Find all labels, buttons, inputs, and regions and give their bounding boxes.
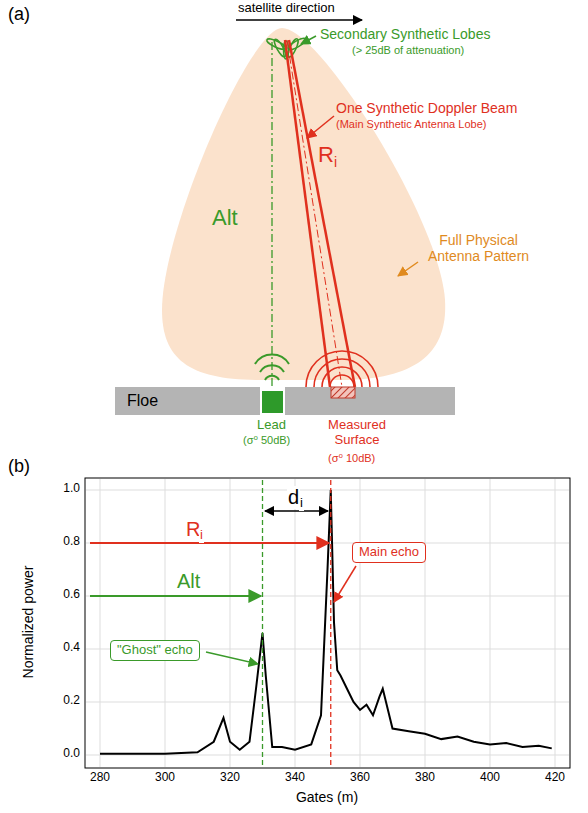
tick-label: 300 — [155, 771, 175, 785]
leader-line — [301, 36, 316, 44]
direction-arrow — [236, 19, 362, 21]
alt-marker — [262, 480, 263, 766]
subscript: i — [299, 496, 304, 511]
subscript: i — [334, 154, 337, 170]
axis-title: Gates (m) — [296, 789, 358, 805]
surface-waves — [306, 351, 378, 387]
lobe-note: (> 25dB of attenuation) — [352, 44, 464, 57]
grid-line — [165, 479, 166, 767]
pattern-label: Full Physical Antenna Pattern — [416, 232, 541, 264]
leader-line — [334, 566, 356, 602]
grid-line — [86, 490, 569, 491]
leader-line — [206, 652, 258, 664]
tick-label: 1.0 — [63, 482, 80, 496]
range-marker — [330, 480, 331, 766]
node-text: "Ghost" echo — [117, 643, 193, 658]
tick-label: 0.6 — [63, 588, 80, 602]
callout-box: Main echo — [352, 542, 426, 563]
lead-square — [262, 391, 283, 413]
axis-title: Normalized power — [20, 566, 36, 679]
doppler-beam — [285, 40, 355, 387]
grid-line — [86, 596, 569, 597]
grid-line — [230, 479, 231, 767]
surface-note: (σ⁰ 10dB) — [328, 452, 375, 465]
alt-arrow — [90, 595, 261, 597]
beam-note: (Main Synthetic Antenna Lobe) — [336, 118, 486, 131]
lead-waves — [255, 355, 289, 380]
grid-line — [86, 702, 569, 703]
node-text: Floe — [127, 392, 248, 410]
grid-line — [295, 479, 296, 767]
panel-label: (b) — [8, 456, 30, 477]
subscript: i — [199, 528, 204, 543]
beam-label: One Synthetic Doppler Beam — [336, 100, 517, 116]
grid-line — [100, 479, 101, 767]
tick-label: 280 — [90, 771, 110, 785]
tick-label: 0.4 — [63, 641, 80, 655]
node-text: Main echo — [359, 545, 419, 560]
grid-line — [555, 479, 556, 767]
chart-frame — [85, 478, 570, 768]
panel-label: (a) — [8, 4, 30, 25]
grid-line — [490, 479, 491, 767]
lead-label: Lead — [257, 418, 286, 433]
waveform — [100, 490, 552, 754]
measured-surface — [331, 387, 355, 398]
floe-band — [285, 387, 455, 415]
leader-line — [398, 262, 418, 276]
tick-label: 0.2 — [63, 694, 80, 708]
chart-grid — [86, 479, 569, 767]
leader-line — [307, 116, 334, 138]
lead-note: (σ⁰ 50dB) — [243, 434, 290, 447]
distance-arrow — [265, 510, 328, 512]
tick-label: 400 — [480, 771, 500, 785]
tick-label: 0.8 — [63, 535, 80, 549]
direction-label: satellite direction — [238, 1, 335, 16]
tick-label: 360 — [350, 771, 370, 785]
alt-label: Alt — [176, 570, 201, 593]
antenna-pattern — [162, 28, 445, 380]
callout-box: "Ghost" echo — [110, 640, 200, 661]
tick-label: 320 — [220, 771, 240, 785]
tick-label: 340 — [285, 771, 305, 785]
floe-band: Floe — [115, 387, 260, 415]
grid-line — [425, 479, 426, 767]
range-label: R — [318, 142, 334, 167]
alt-line — [271, 42, 272, 386]
alt-label: Alt — [212, 205, 238, 230]
lobe-label: Secondary Synthetic Lobes — [320, 26, 490, 42]
tick-label: 420 — [545, 771, 565, 785]
grid-line — [360, 479, 361, 767]
grid-line — [86, 543, 569, 544]
tick-label: 380 — [415, 771, 435, 785]
tick-label: 0.0 — [63, 747, 80, 761]
surface-label: Measured Surface — [322, 418, 392, 448]
range-arrow — [90, 542, 329, 544]
